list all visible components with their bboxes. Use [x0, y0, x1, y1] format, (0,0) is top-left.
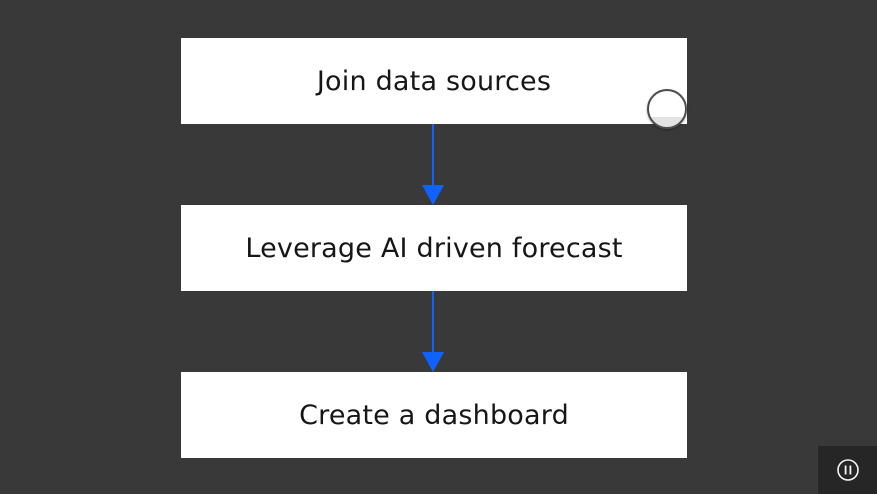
- pause-icon: [836, 459, 859, 481]
- cursor-indicator: [647, 89, 687, 129]
- step-label: Leverage AI driven forecast: [245, 232, 623, 264]
- step-label: Join data sources: [316, 65, 552, 97]
- arrow-head: [422, 185, 444, 205]
- step-join-data-sources: Join data sources: [181, 38, 687, 124]
- step-leverage-ai-forecast: Leverage AI driven forecast: [181, 205, 687, 291]
- step-label: Create a dashboard: [299, 399, 569, 431]
- pause-button[interactable]: [818, 446, 877, 494]
- arrow-step2-to-step3: [422, 291, 444, 372]
- step-create-dashboard: Create a dashboard: [181, 372, 687, 458]
- arrow-step1-to-step2: [422, 124, 444, 205]
- arrow-head: [422, 352, 444, 372]
